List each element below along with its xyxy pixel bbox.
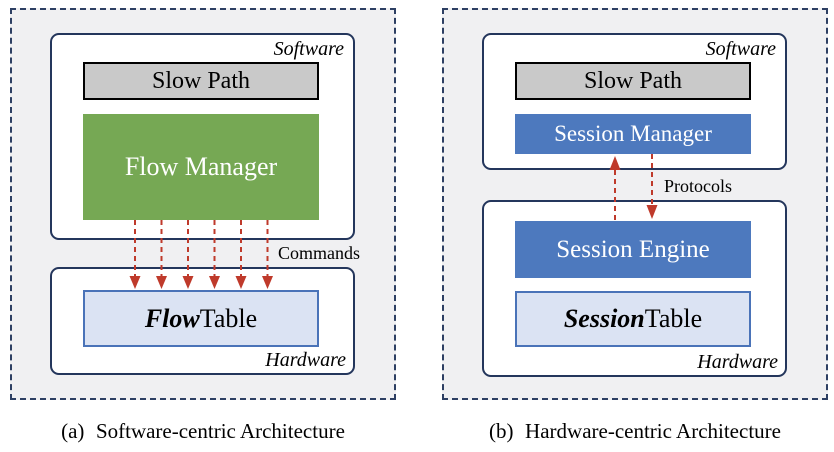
panel-hardware-centric: Software Slow Path Session Manager Sessi… (442, 8, 828, 400)
panel-software-centric: Software Slow Path Flow Manager Flow Tab… (10, 8, 396, 400)
flow-table-box: Flow Table (83, 290, 319, 347)
caption-b-title: Hardware-centric Architecture (525, 419, 781, 443)
slow-path-box-a: Slow Path (83, 62, 319, 100)
hardware-zone-label-b: Hardware (697, 351, 778, 373)
hardware-zone-box-b: Session Engine Session Table Hardware (482, 200, 787, 377)
session-table-emph-text: Session (563, 304, 645, 333)
hardware-zone-box-a: Flow Table Hardware (50, 267, 355, 375)
caption-a-prefix: (a) (61, 419, 85, 443)
flow-table-rest-text: Table (199, 303, 258, 333)
hardware-zone-label-a: Hardware (265, 349, 346, 371)
caption-software-centric: (a) Software-centric Architecture (10, 419, 396, 444)
protocols-arrow-label: Protocols (664, 176, 733, 196)
caption-hardware-centric: (b) Hardware-centric Architecture (442, 419, 828, 444)
software-zone-box-b: Software Slow Path Session Manager (482, 33, 787, 170)
software-zone-label-b: Software (705, 38, 776, 60)
session-table-rest-text: Table (644, 304, 703, 333)
slow-path-box-b: Slow Path (515, 62, 751, 100)
software-zone-label-a: Software (273, 38, 344, 60)
caption-a-title: Software-centric Architecture (95, 419, 345, 443)
flow-table-emph-text: Flow (144, 303, 200, 333)
flow-manager-box: Flow Manager (83, 114, 319, 220)
caption-b-prefix: (b) (489, 419, 514, 443)
commands-arrow-label: Commands (278, 243, 361, 263)
session-manager-box: Session Manager (515, 114, 751, 154)
session-engine-box: Session Engine (515, 221, 751, 278)
session-table-box: Session Table (515, 291, 751, 347)
software-zone-box-a: Software Slow Path Flow Manager (50, 33, 355, 240)
